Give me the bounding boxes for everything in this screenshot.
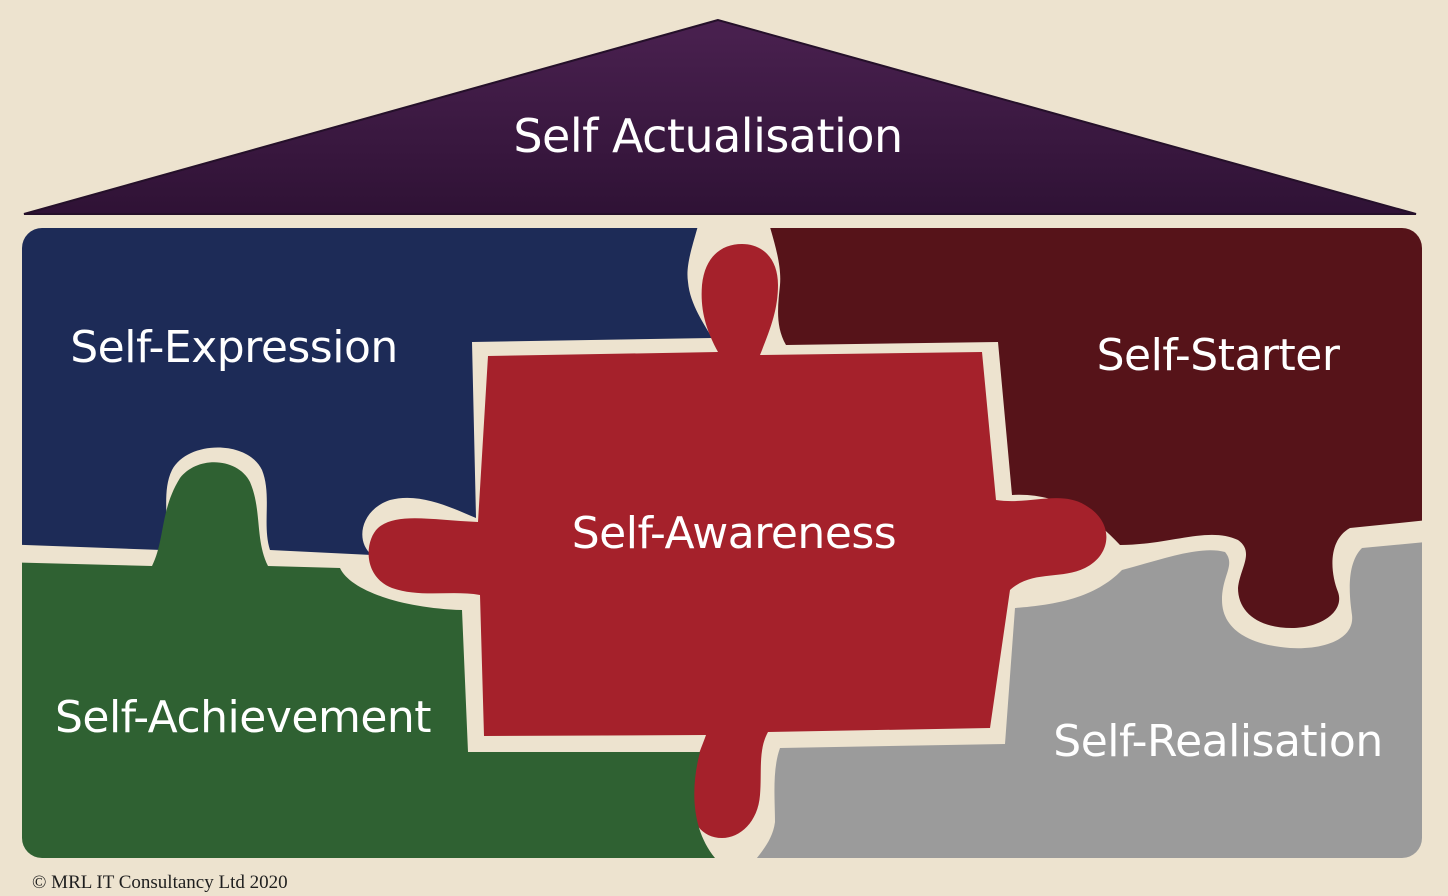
- piece-self-expression: [22, 228, 712, 555]
- piece-self-awareness: [368, 244, 1107, 838]
- label-self-achievement: Self-Achievement: [55, 692, 431, 743]
- piece-self-realisation: [740, 540, 1422, 858]
- piece-self-achievement: [22, 462, 715, 858]
- copyright-notice: © MRL IT Consultancy Ltd 2020: [32, 872, 288, 893]
- piece-self-starter: [762, 228, 1422, 628]
- label-self-expression: Self-Expression: [70, 322, 398, 373]
- label-self-realisation: Self-Realisation: [1053, 716, 1382, 767]
- label-self-actualisation: Self Actualisation: [513, 109, 902, 163]
- roof-piece: [23, 18, 1417, 215]
- label-self-starter: Self-Starter: [1097, 330, 1341, 381]
- label-self-awareness: Self-Awareness: [572, 508, 896, 559]
